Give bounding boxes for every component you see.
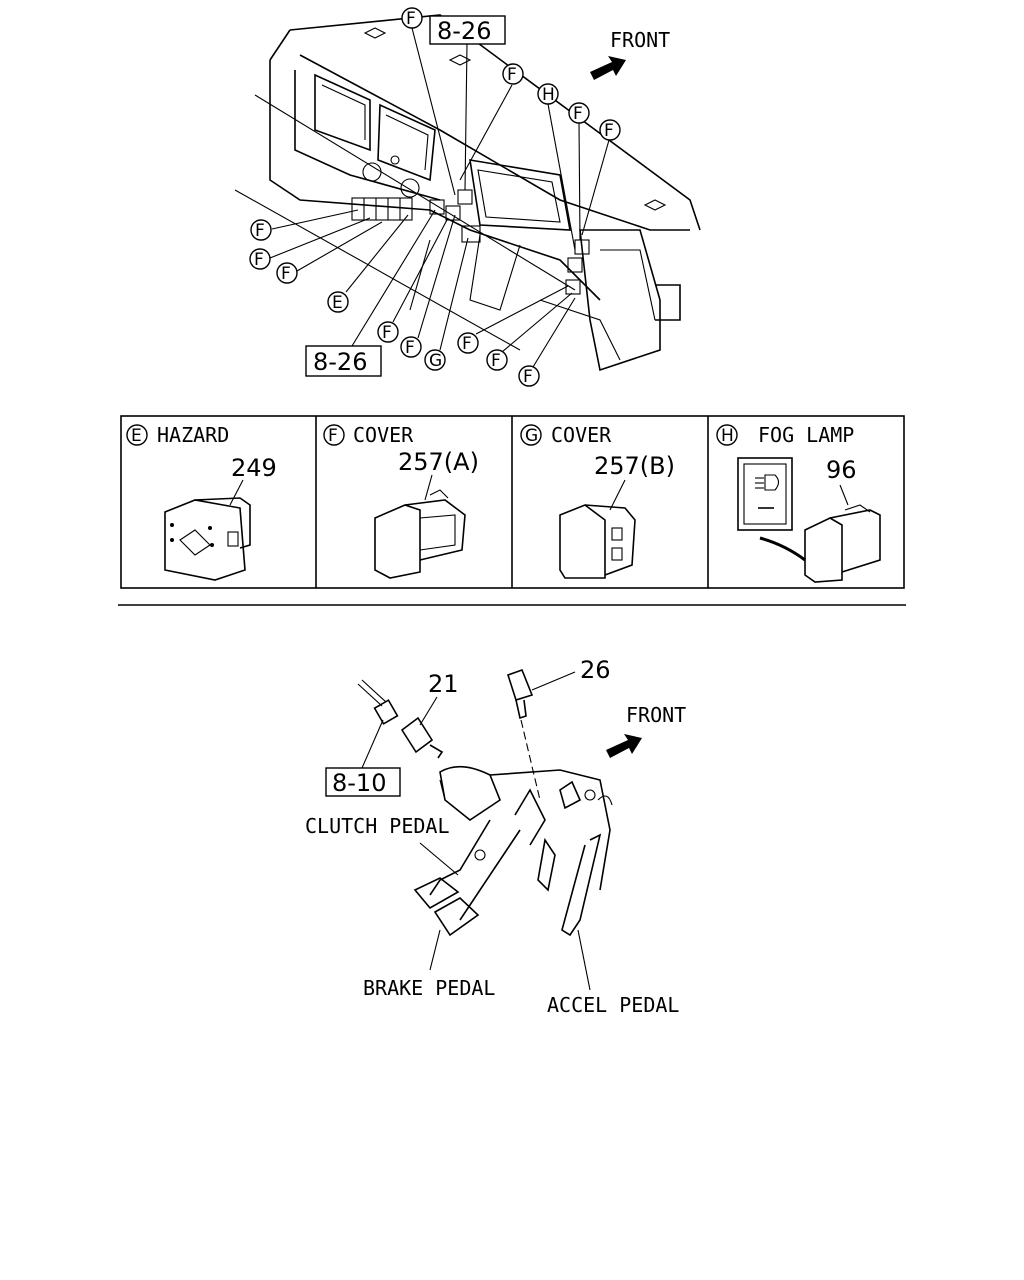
legend-letter-g: G <box>525 426 538 446</box>
legend-part-96: 96 <box>826 456 857 484</box>
ref-box-top-1 <box>429 15 506 45</box>
callout-f-7: F <box>281 264 291 284</box>
legend-letter-e: E <box>131 426 142 446</box>
callout-f-3: F <box>573 104 583 124</box>
callout-f-4: F <box>604 121 614 141</box>
legend-cell-cover-a: F COVER 257(A) <box>323 423 479 579</box>
front-label-bottom: FRONT <box>626 703 686 727</box>
leader-lines <box>269 27 610 368</box>
front-arrow-bottom-icon <box>606 734 642 758</box>
fog-lamp-switch-icon <box>737 457 881 583</box>
callout-g: G <box>429 351 442 371</box>
hazard-switch-icon <box>164 497 251 581</box>
callout-f-10: F <box>462 334 472 354</box>
callout-f-11: F <box>491 351 501 371</box>
callout-f-5: F <box>255 221 265 241</box>
cover-b-icon <box>559 504 636 579</box>
front-arrow-top-icon <box>590 56 626 80</box>
callout-f-2: F <box>507 65 517 85</box>
part-label-21: 21 <box>428 670 459 698</box>
callout-f-6: F <box>254 250 264 270</box>
legend-title-hazard: HAZARD <box>157 423 229 447</box>
callout-f-8: F <box>382 323 392 343</box>
callout-f-9: F <box>405 338 415 358</box>
callout-h: H <box>542 85 555 105</box>
cover-a-icon <box>374 489 466 579</box>
ref-box-bottom-text: 8-10 <box>332 769 386 797</box>
brake-pedal-label: BRAKE PEDAL <box>363 976 495 1000</box>
front-label-top: FRONT <box>610 28 670 52</box>
legend-cell-fog-lamp: H FOG LAMP 96 <box>716 423 881 583</box>
part-label-26: 26 <box>580 656 611 684</box>
accel-pedal-label: ACCEL PEDAL <box>547 993 679 1017</box>
legend-letter-h: H <box>721 426 734 446</box>
ref-box-top-2-text: 8-26 <box>313 348 367 376</box>
clutch-pedal-label: CLUTCH PEDAL <box>305 814 450 838</box>
legend-part-257a: 257(A) <box>398 448 479 476</box>
legend-cell-cover-b: G COVER 257(B) <box>520 423 675 579</box>
legend-letter-f: F <box>328 426 338 446</box>
legend-title-cover-a: COVER <box>353 423 414 447</box>
legend-part-257b: 257(B) <box>594 452 675 480</box>
callout-f-1: F <box>406 9 416 29</box>
pedal-illustration <box>357 668 613 991</box>
legend-part-249: 249 <box>231 454 277 482</box>
callout-e: E <box>332 293 343 313</box>
legend-title-cover-b: COVER <box>551 423 612 447</box>
legend-title-fog-lamp: FOG LAMP <box>758 423 854 447</box>
legend-table <box>120 415 905 589</box>
callout-f-12: F <box>523 367 533 387</box>
callout-circles: F F H F F F F F E F F G F F F <box>249 7 621 387</box>
legend-cell-hazard: E HAZARD 249 <box>126 423 277 581</box>
ref-box-top-1-text: 8-26 <box>437 17 491 45</box>
ref-box-bottom <box>325 767 401 797</box>
ref-box-top-2 <box>305 345 382 377</box>
dashboard-illustration <box>234 14 701 372</box>
